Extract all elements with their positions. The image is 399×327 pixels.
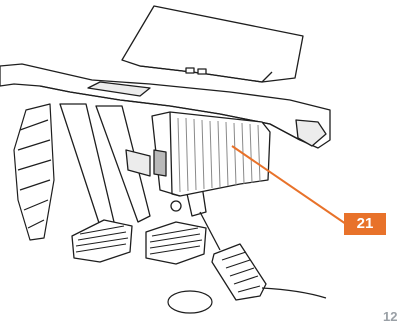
display-panel bbox=[122, 6, 303, 82]
control-module bbox=[152, 112, 270, 211]
page-number: 12 bbox=[383, 309, 399, 324]
accelerator-pedal bbox=[200, 212, 266, 300]
callout-number-badge: 21 bbox=[344, 213, 386, 235]
clutch-pedal bbox=[72, 220, 132, 262]
callout-leader-line bbox=[232, 146, 346, 224]
brake-pedal bbox=[146, 222, 206, 264]
side-trim-panel bbox=[14, 104, 54, 240]
